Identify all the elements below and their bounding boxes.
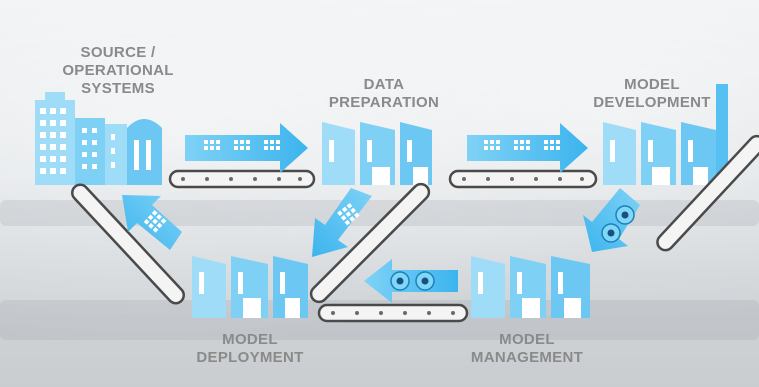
arrow-prep-to-dev-icon xyxy=(467,123,588,173)
arrow-deploy-to-source-icon xyxy=(122,195,182,250)
data-preparation-factory-icon xyxy=(322,122,432,185)
model-development-factory-icon xyxy=(603,84,728,185)
arrow-dev-to-mgmt-icon xyxy=(583,188,640,252)
label-line: MANAGEMENT xyxy=(470,349,584,366)
conveyor-deploy-to-prep xyxy=(309,182,431,304)
conveyor-rollers xyxy=(181,177,584,315)
label-source-systems: SOURCE / OPERATIONAL SYSTEMS xyxy=(48,44,188,98)
label-line: DATA xyxy=(363,76,405,93)
label-model-deployment: MODEL DEPLOYMENT xyxy=(180,331,320,367)
data-grid-icon xyxy=(337,202,360,226)
data-grid-icon xyxy=(143,210,167,233)
data-grid-icon xyxy=(484,140,560,150)
label-line: DEVELOPMENT xyxy=(593,94,711,111)
model-management-factory-icon xyxy=(471,256,590,318)
conveyor-deploy-to-source xyxy=(71,183,185,305)
label-line: MODEL xyxy=(624,76,680,93)
label-line: MODEL xyxy=(499,331,555,348)
label-model-development: MODEL DEVELOPMENT xyxy=(582,76,722,112)
label-line: SOURCE / xyxy=(80,44,156,61)
conveyor-source-to-prep xyxy=(168,169,316,189)
label-line: MODEL xyxy=(222,331,278,348)
arrow-mgmt-to-deploy-icon xyxy=(364,259,458,303)
conveyor-dev-to-mgmt xyxy=(656,134,759,252)
conveyor-prep-to-dev xyxy=(448,169,598,189)
gear-icon xyxy=(601,205,635,243)
data-grid-icon xyxy=(204,140,280,150)
arrow-source-to-prep-icon xyxy=(185,123,308,173)
label-model-management: MODEL MANAGEMENT xyxy=(452,331,602,367)
gear-icon xyxy=(390,271,435,291)
arrow-prep-to-deploy-icon xyxy=(312,188,372,257)
conveyors xyxy=(71,134,759,323)
label-line: PREPARATION xyxy=(328,94,440,111)
conveyor-mgmt-to-deploy xyxy=(317,303,469,323)
label-line: OPERATIONAL xyxy=(62,62,174,79)
model-deployment-factory-icon xyxy=(192,256,308,318)
label-line: DEPLOYMENT xyxy=(196,349,304,366)
label-data-preparation: DATA PREPARATION xyxy=(314,76,454,112)
label-line: SYSTEMS xyxy=(81,80,155,97)
source-buildings-icon xyxy=(35,92,162,185)
